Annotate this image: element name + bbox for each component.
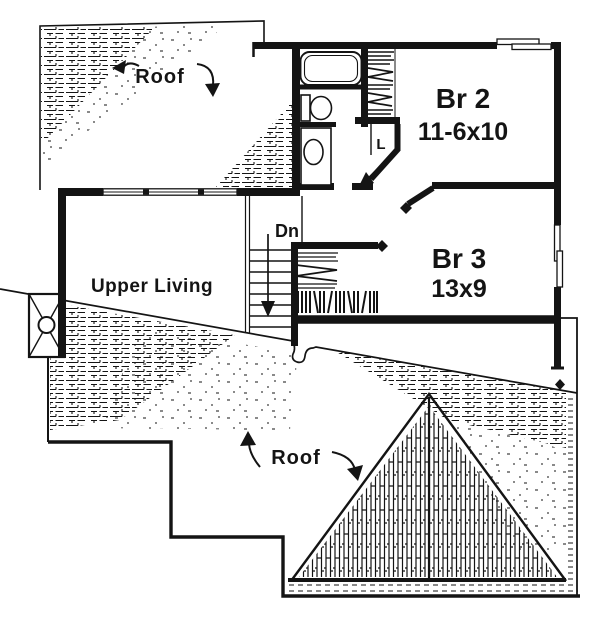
arrow-left-icon-head [112,60,126,74]
gable-eave-band [289,584,578,592]
roof-outline-steps-bottom [48,440,580,598]
room-dims-br3: 13x9 [431,275,487,303]
window-living [102,188,238,196]
roof-outline [39,20,580,598]
doors [357,152,565,390]
closet-shelving [295,49,396,314]
stairwell [243,196,299,344]
arrow-down-icon-head [261,301,275,317]
roof-hatch-top-left-fade [41,24,228,168]
arrow-up-icon-head [240,431,256,446]
roof-hatch-right-pocket-fade [448,420,566,555]
window-east [553,224,564,288]
walls [58,42,564,370]
br3-closet-shelves [295,252,378,314]
bathtub-icon [299,51,363,90]
arrow-curve-down-right-icon [331,451,356,471]
stairs-down-label: Dn [275,221,299,241]
roof-hatch-upper-right-triangle [216,95,298,187]
door-swing-line [365,152,396,183]
windows [102,38,564,288]
linen-closet-label: L [376,136,385,153]
roof-outline-top-left [39,20,265,190]
arrow-up-icon [248,443,261,468]
door-swing-arrowhead [357,172,374,190]
bathroom-fixtures [298,51,363,186]
stair-rail [244,196,251,334]
roof-outline-right-eave [561,317,578,596]
room-label-br3: Br 3 [432,243,486,274]
toilet-icon [298,94,336,127]
roof-hatch-left-mid-fade [100,330,298,430]
stairs-group [243,196,303,344]
br3-closet-jamb [376,240,388,252]
roof-hatch-regions [41,24,576,592]
roof-upper-label: Roof [135,66,185,88]
room-label-br2: Br 2 [436,83,490,114]
annotations: Roof Br 2 11-6x10 L Upper Living Dn Br 3… [91,60,508,481]
gable-slopes [290,391,567,582]
arrow-curve-down-right-icon-head [347,465,363,481]
window-north [496,38,552,51]
room-label-upper-living: Upper Living [91,276,213,297]
roof-slope-break-line [0,288,578,394]
roof-hatch-right-eave-strip [566,394,576,592]
br2-door-jamb [400,202,412,214]
arrow-curve-down-icon-head [205,83,220,97]
wall-br2-south-angle [406,185,435,207]
roof-gable-triangle [288,391,578,592]
sink-icon [300,127,332,186]
arrow-curve-down-icon [196,63,215,87]
east-wall-jamb [555,379,565,390]
roof-lower-label: Roof [271,447,321,469]
roof-hatch-right-pocket [335,351,566,448]
br2-closet-shelves [367,49,396,119]
room-dims-br2: 11-6x10 [418,118,508,146]
